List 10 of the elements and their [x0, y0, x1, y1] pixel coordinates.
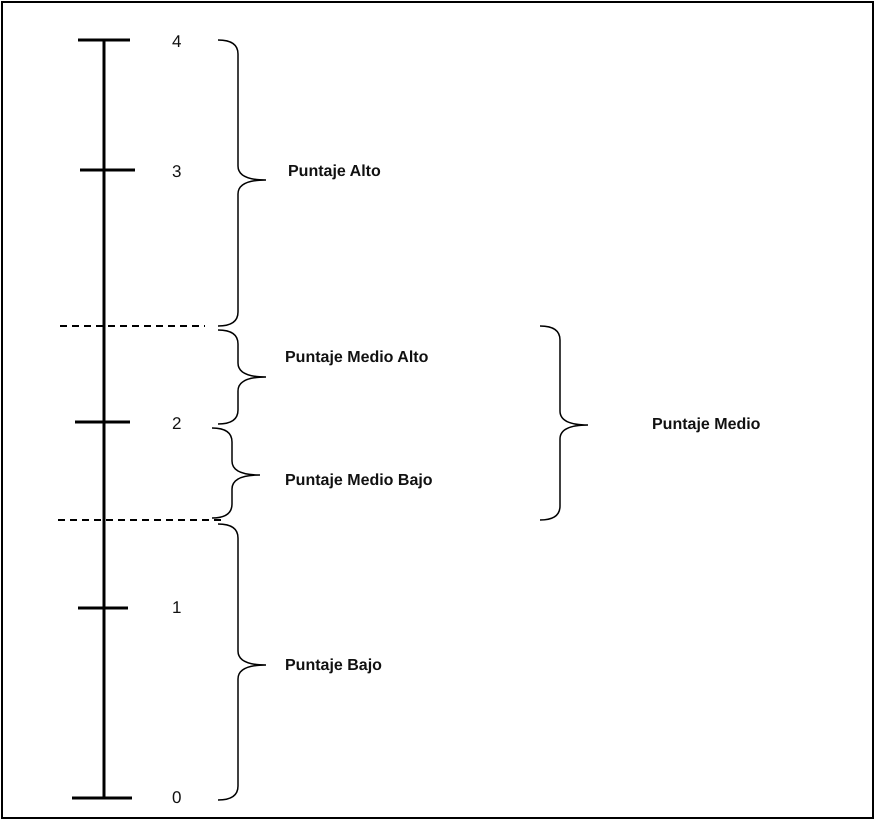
scale-number: 1: [172, 598, 182, 618]
range-label: Puntaje Bajo: [285, 657, 382, 675]
scale-number: 3: [172, 162, 182, 182]
range-label: Puntaje Medio Bajo: [285, 472, 433, 490]
scale-number: 4: [172, 32, 182, 52]
scale-number: 2: [172, 414, 182, 434]
range-label: Puntaje Alto: [288, 163, 381, 181]
range-label: Puntaje Medio: [652, 416, 760, 434]
range-label: Puntaje Medio Alto: [285, 349, 428, 367]
scale-number: 0: [172, 788, 182, 808]
